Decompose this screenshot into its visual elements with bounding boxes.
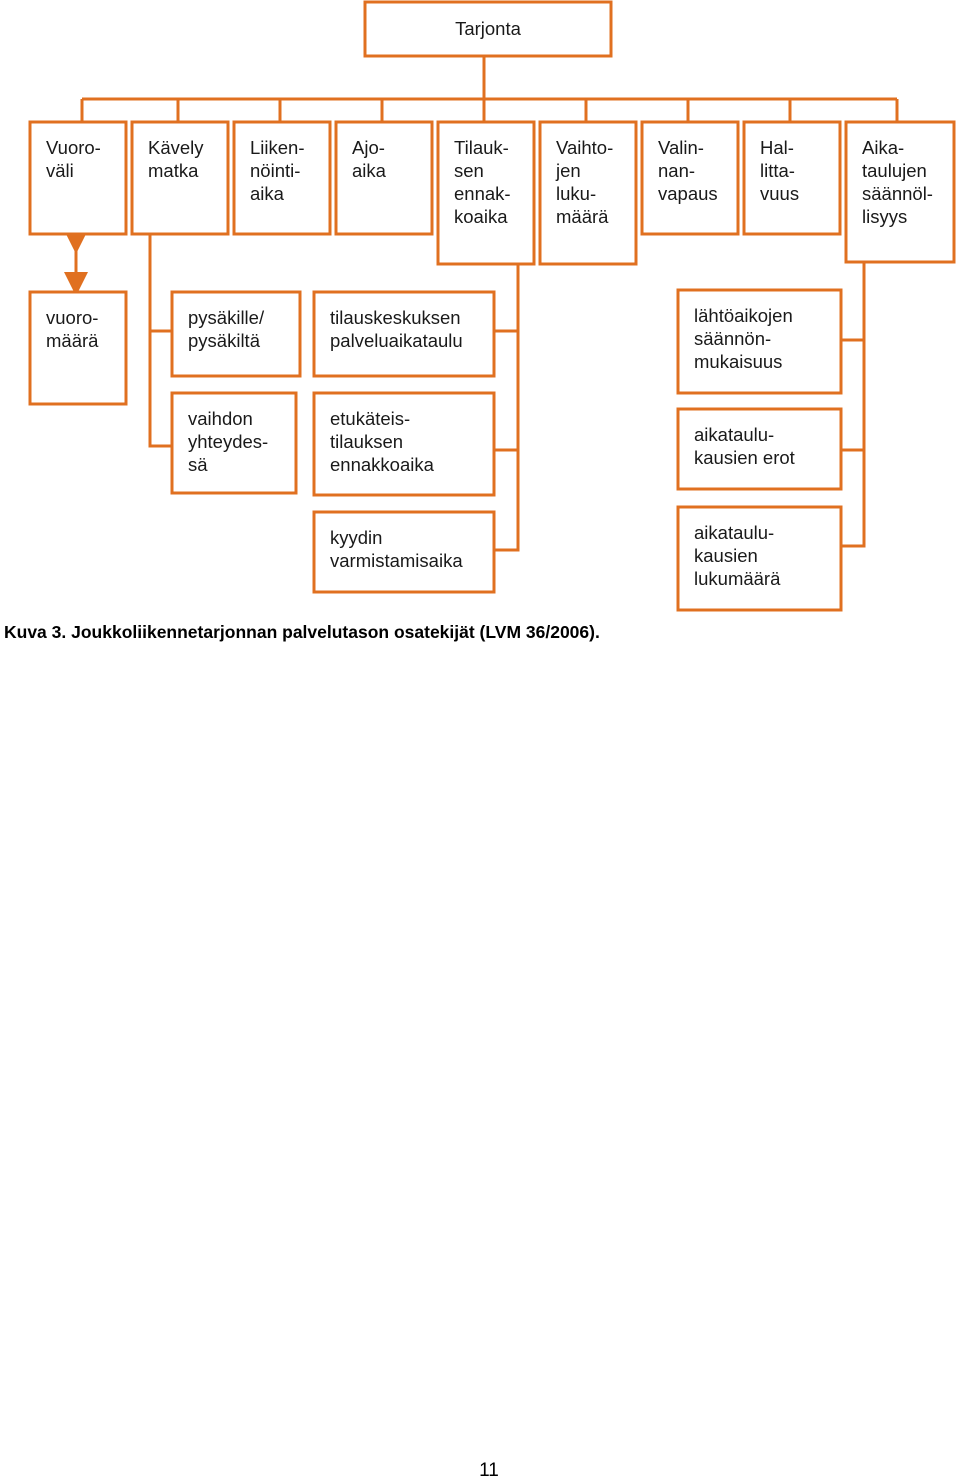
node-lahtoaikojen-saannonmukaisuus-box <box>676 288 843 395</box>
node-hallittavuus-label: Hal-litta-vuus <box>760 137 799 204</box>
node-vuoromaara-box <box>28 290 128 406</box>
node-aikataulujen-saannollisyys-box <box>844 120 956 264</box>
node-etukateistilauksen-ennakkoaika-box <box>312 391 496 497</box>
node-pysakille-pysakilta-box <box>170 290 302 378</box>
node-liikennointiaika-box <box>232 120 332 236</box>
node-vuoromaara-label: vuoro-määrä <box>46 307 99 351</box>
node-vuoromaara: vuoro-määrä <box>28 290 128 406</box>
root-node-tarjonta-box <box>363 0 613 58</box>
node-ajoaika-box <box>334 120 434 236</box>
node-pysakille-pysakilta-label: pysäkille/pysäkiltä <box>188 307 265 351</box>
node-aikataulukausien-erot: aikataulu-kausien erot <box>676 407 843 491</box>
node-valinnanvapaus: Valin-nan-vapaus <box>640 120 740 236</box>
root-node-tarjonta-label: Tarjonta <box>455 18 522 39</box>
node-vaihdon-yhteydessa-box <box>170 391 298 495</box>
node-aikataulukausien-lukumaara-box <box>676 505 843 612</box>
node-aikataulukausien-erot-label: aikataulu-kausien erot <box>694 424 795 468</box>
node-ajoaika-label: Ajo-aika <box>352 137 387 181</box>
node-tilauksen-ennakkoaika-box <box>436 120 536 266</box>
node-ajoaika: Ajo-aika <box>334 120 434 236</box>
node-kavely-matka-box <box>130 120 230 236</box>
node-vuoroväli: Vuoro-väli <box>28 120 128 236</box>
node-vaihtojen-lukumaara-box <box>538 120 638 266</box>
node-hallittavuus: Hal-litta-vuus <box>742 120 842 236</box>
figure-caption: Kuva 3. Joukkoliikennetarjonnan palvelut… <box>4 622 600 642</box>
node-kyydin-varmistamisaika-box <box>312 510 496 594</box>
root-node-tarjonta: Tarjonta <box>363 0 613 58</box>
node-pysakille-pysakilta: pysäkille/pysäkiltä <box>170 290 302 378</box>
connector-aikataulu-branch <box>841 262 866 548</box>
page-number: 11 <box>479 1460 499 1481</box>
node-vuoroväli-box <box>28 120 128 236</box>
node-tilauskeskuksen-palveluaikataulu-box <box>312 290 496 378</box>
node-valinnanvapaus-label: Valin-nan-vapaus <box>658 137 718 204</box>
node-aikataulukausien-erot-box <box>676 407 843 491</box>
node-liikennointiaika: Liiken-nöinti-aika <box>232 120 332 236</box>
connector-kavely-branch <box>148 234 172 448</box>
node-vuoroväli-label: Vuoro-väli <box>46 137 101 181</box>
connector-lines <box>64 56 899 552</box>
node-valinnanvapaus-box <box>640 120 740 236</box>
connector-tilauksen-branch <box>494 264 520 552</box>
node-hallittavuus-box <box>742 120 842 236</box>
node-liikennointiaika-label: Liiken-nöinti-aika <box>250 137 305 204</box>
